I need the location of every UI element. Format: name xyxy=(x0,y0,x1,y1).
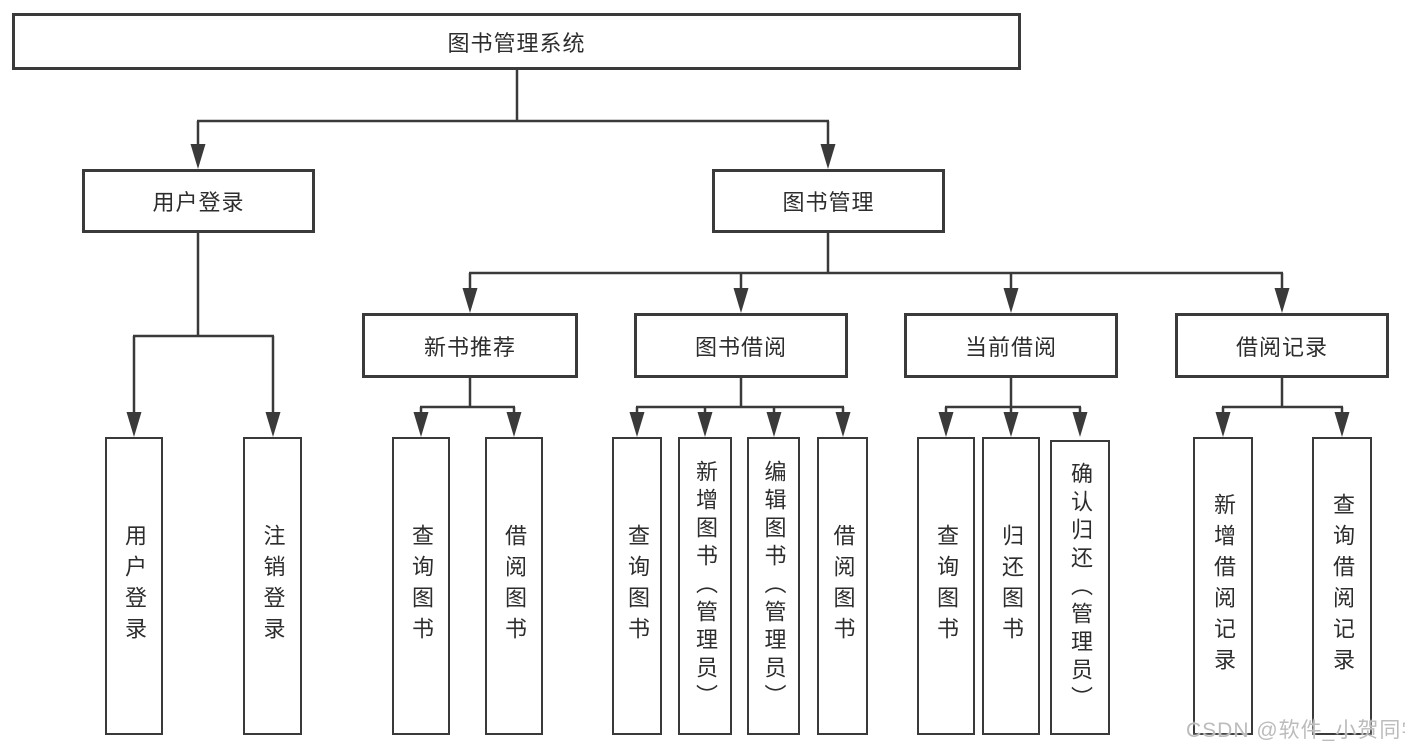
node-label: 图书管理 xyxy=(782,190,875,215)
node-label: 查询借阅记录 xyxy=(1330,493,1355,679)
node-label: 借阅图书 xyxy=(502,524,527,648)
node-borrow-records: 借阅记录 xyxy=(1175,313,1389,378)
node-new-book-rec: 新书推荐 xyxy=(362,313,578,378)
node-root: 图书管理系统 xyxy=(12,13,1021,70)
node-nbr-borrow-book: 借阅图书 xyxy=(485,437,543,735)
node-cb-query-book: 查询图书 xyxy=(917,437,975,735)
node-user-login: 用户登录 xyxy=(82,169,315,233)
node-label: 借阅记录 xyxy=(1235,334,1328,360)
node-book-borrow: 图书借阅 xyxy=(634,313,848,378)
connector-root-to-level2 xyxy=(190,69,836,169)
connector-borrow-records-children xyxy=(1215,378,1350,437)
node-label: 归还图书 xyxy=(999,524,1024,648)
node-bb-add-book: 新增图书（管理员） xyxy=(678,437,732,735)
node-label: 新增借阅记录 xyxy=(1211,493,1236,679)
node-cb-confirm-return: 确认归还（管理员） xyxy=(1050,440,1110,735)
node-br-add-record: 新增借阅记录 xyxy=(1193,437,1253,735)
node-label: 确认归还（管理员） xyxy=(1068,461,1093,714)
node-br-query-record: 查询借阅记录 xyxy=(1312,437,1372,735)
node-cb-return-book: 归还图书 xyxy=(982,437,1040,735)
node-label: 新增图书（管理员） xyxy=(693,460,718,712)
node-label: 图书借阅 xyxy=(694,334,787,360)
node-label: 当前借阅 xyxy=(964,334,1057,360)
node-bb-borrow-book: 借阅图书 xyxy=(817,437,868,735)
node-label: 新书推荐 xyxy=(423,334,516,360)
node-label: 查询图书 xyxy=(625,524,650,648)
node-label: 用户登录 xyxy=(152,190,245,215)
node-label: 查询图书 xyxy=(934,524,959,648)
node-ul-logout: 注销登录 xyxy=(243,437,302,735)
node-nbr-query-book: 查询图书 xyxy=(392,437,450,735)
node-label: 查询图书 xyxy=(409,524,434,648)
node-label: 用户登录 xyxy=(122,524,147,648)
node-ul-user-login: 用户登录 xyxy=(105,437,163,735)
node-label: 编辑图书（管理员） xyxy=(761,460,787,712)
node-label: 借阅图书 xyxy=(830,524,856,648)
node-bb-edit-book: 编辑图书（管理员） xyxy=(747,437,800,735)
node-current-borrow: 当前借阅 xyxy=(904,313,1118,378)
node-bb-query-book: 查询图书 xyxy=(612,437,662,735)
connector-user-login-children xyxy=(126,233,281,437)
watermark: CSDN @软件_小贺同学 xyxy=(1186,719,1405,742)
connector-new-book-rec-children xyxy=(413,378,522,437)
node-book-mgmt: 图书管理 xyxy=(712,169,945,233)
node-label: 图书管理系统 xyxy=(447,30,586,56)
connector-book-mgmt-children xyxy=(462,233,1290,313)
connector-current-borrow-children xyxy=(938,378,1088,437)
node-label: 注销登录 xyxy=(260,524,286,648)
connector-book-borrow-children xyxy=(629,378,851,437)
